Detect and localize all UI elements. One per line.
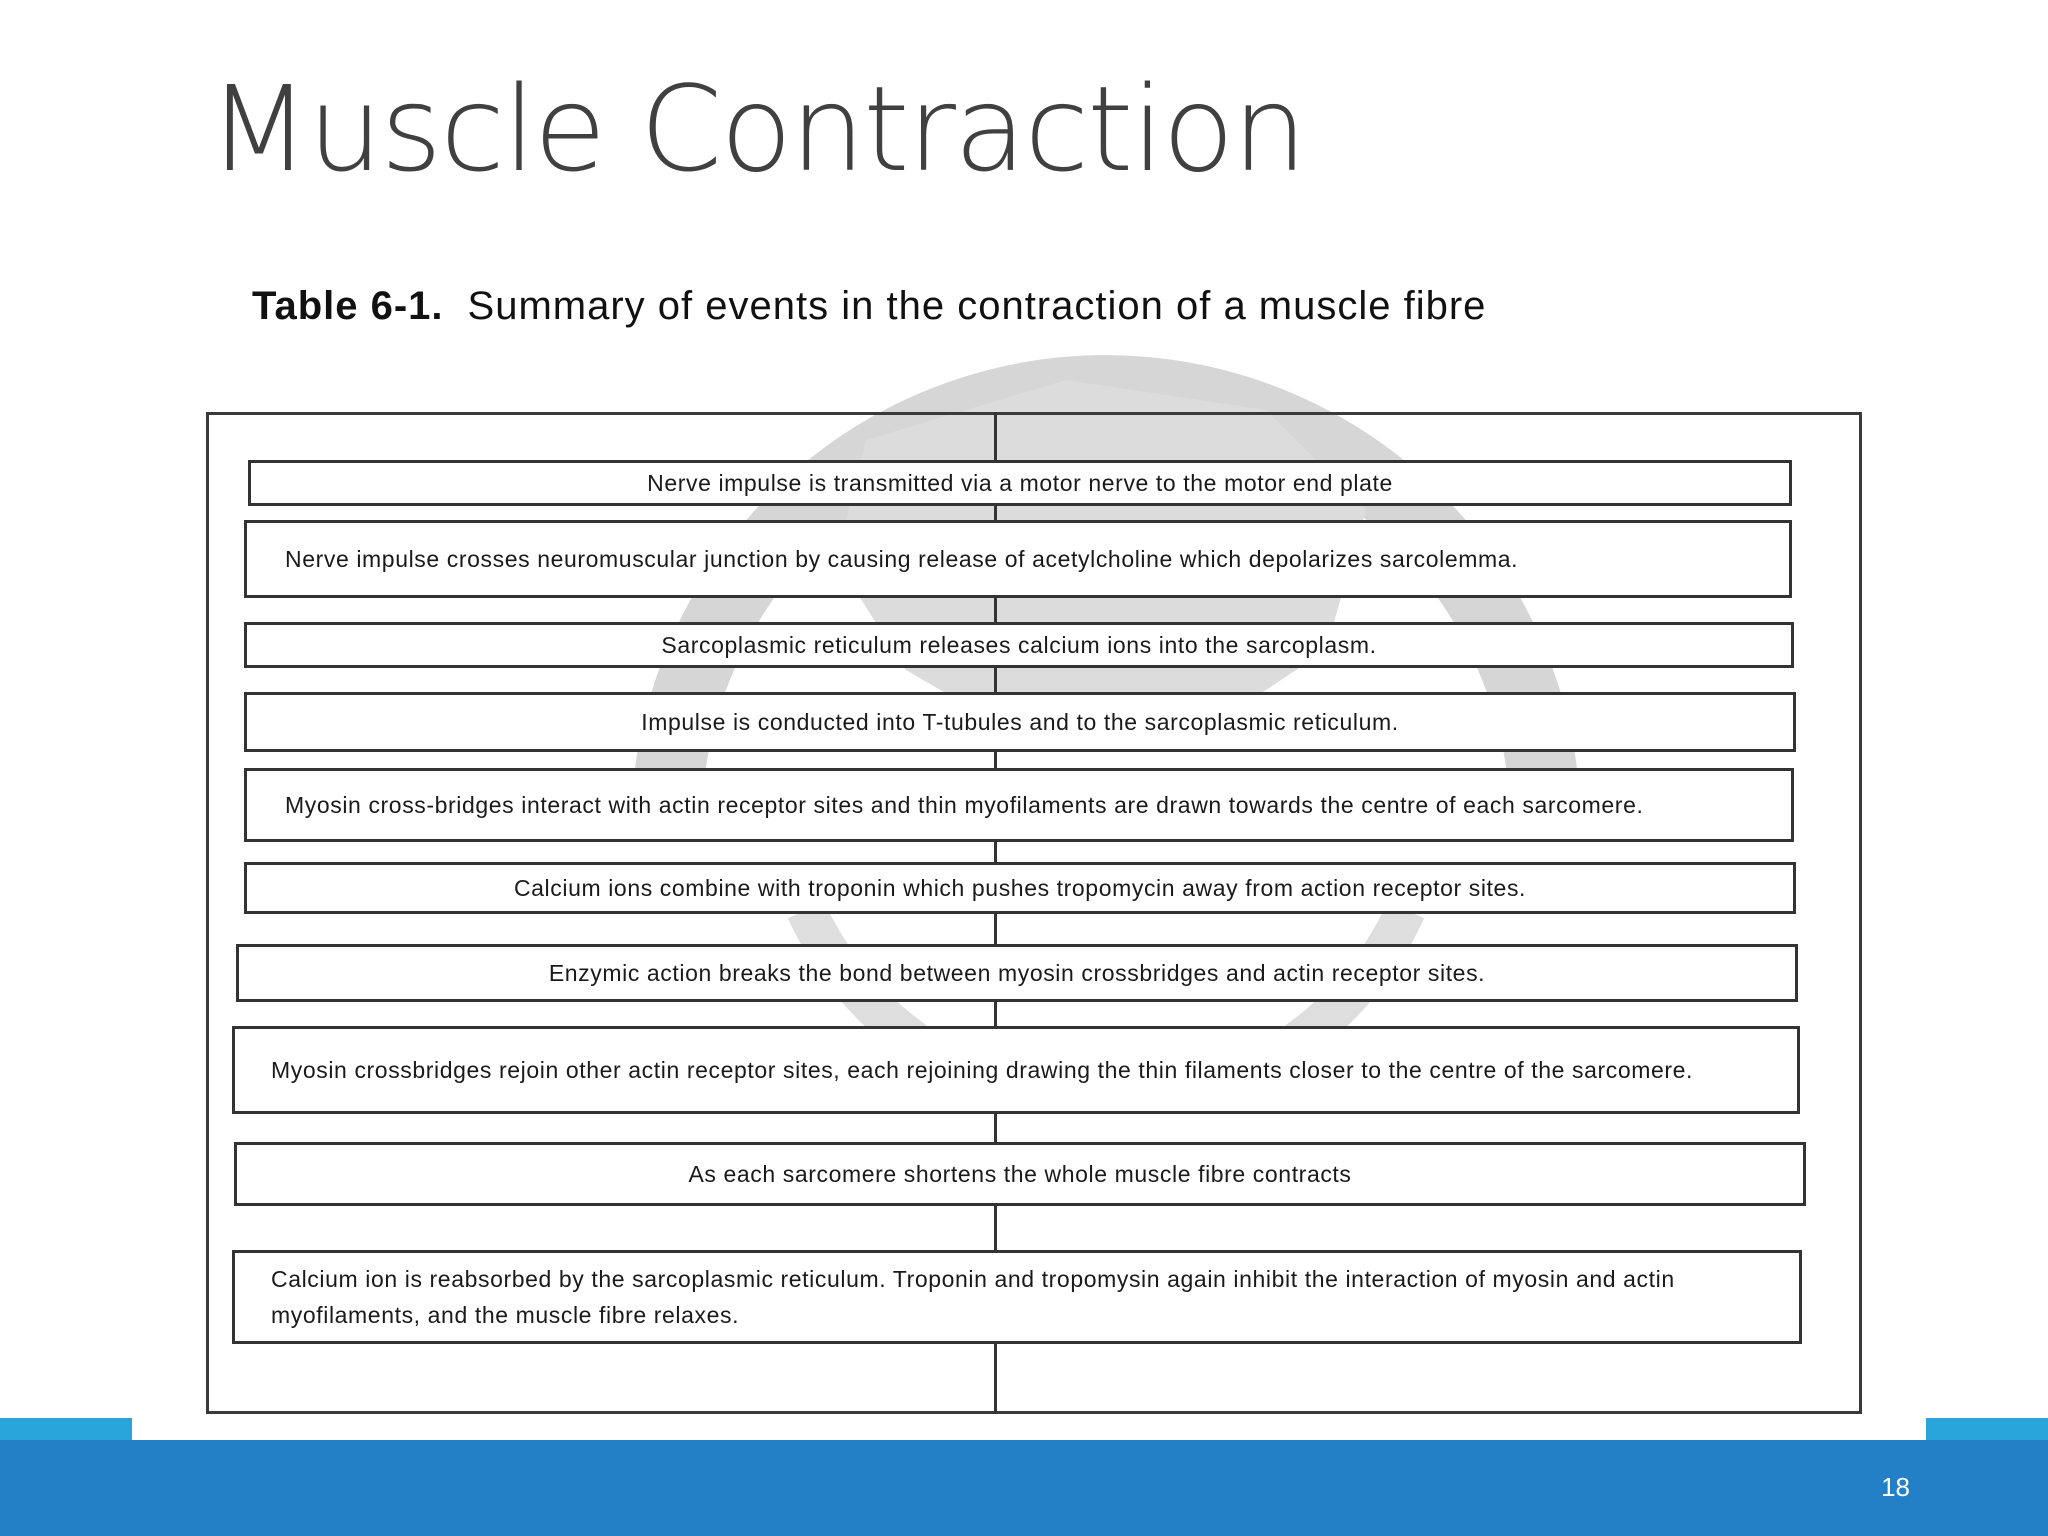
flow-step: Calcium ions combine with troponin which… [244,862,1796,914]
table-caption: Table 6-1. Summary of events in the contr… [252,276,1932,336]
footer-accent-right [1926,1418,2048,1442]
slide-title: Muscle Contraction [208,60,1307,198]
caption-text: Summary of events in the contraction of … [467,284,1487,328]
flow-step: Enzymic action breaks the bond between m… [236,944,1798,1002]
flowchart-figure: Table 6-1. Summary of events in the contr… [206,270,1926,1440]
diagram-frame [206,412,1862,1414]
flow-step: Myosin crossbridges rejoin other actin r… [232,1026,1800,1114]
flow-step: As each sarcomere shortens the whole mus… [234,1142,1806,1206]
flow-step: Nerve impulse crosses neuromuscular junc… [244,520,1792,598]
caption-label: Table 6-1. [252,284,444,328]
footer-band [0,1440,2048,1536]
flow-step: Calcium ion is reabsorbed by the sarcopl… [232,1250,1802,1344]
flow-step: Nerve impulse is transmitted via a motor… [248,460,1792,506]
flow-step: Impulse is conducted into T-tubules and … [244,692,1796,752]
flow-step: Sarcoplasmic reticulum releases calcium … [244,622,1794,668]
footer-accent-left [0,1418,132,1442]
slide-number: 18 [1881,1472,1910,1502]
flow-step: Myosin cross-bridges interact with actin… [244,768,1794,842]
